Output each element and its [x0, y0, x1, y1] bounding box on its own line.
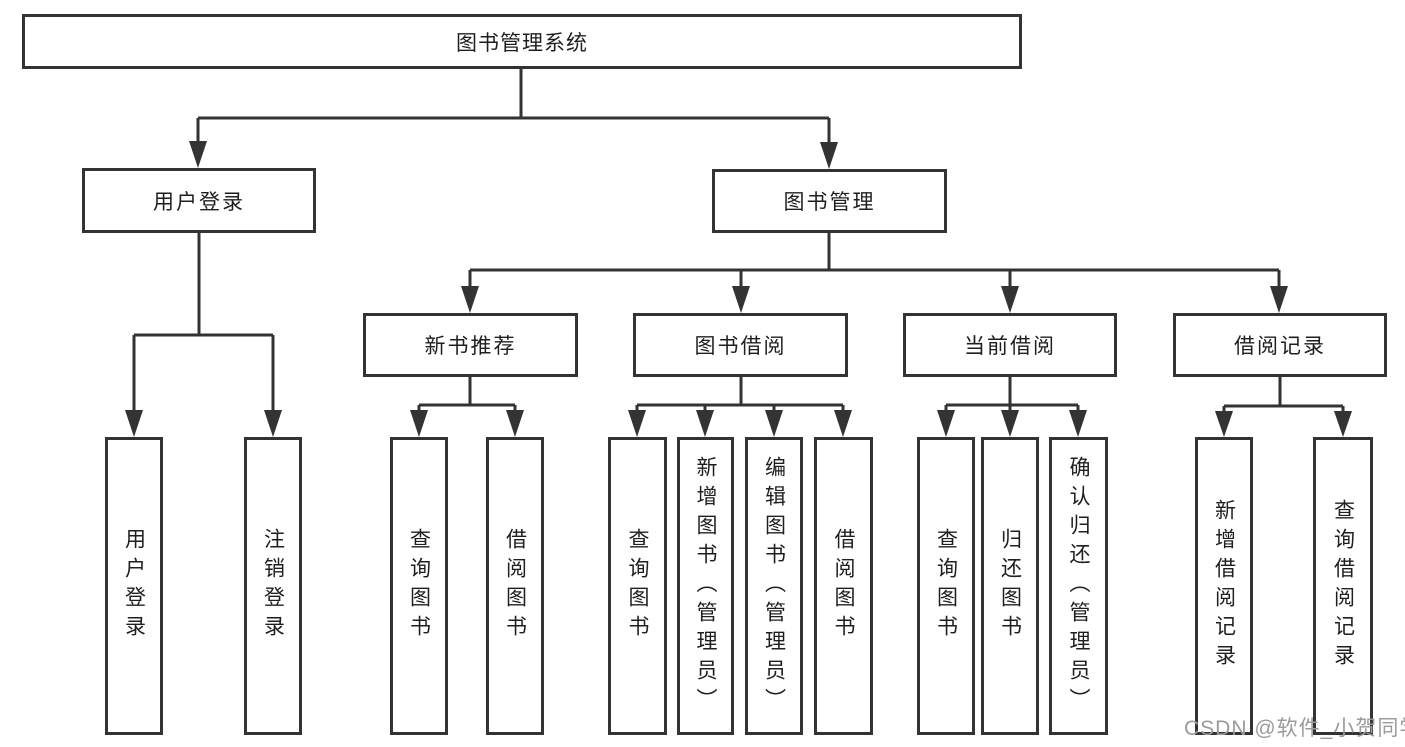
connector-borrow-records-to-leaves: [1215, 377, 1352, 437]
leaf-query-books-current: 查询图书: [917, 437, 975, 735]
connector-book-mgmt-to-level3: [461, 233, 1288, 313]
leaf-add-borrow-record: 新增借阅记录: [1195, 437, 1253, 735]
leaf-query-borrow-record: 查询借阅记录: [1313, 437, 1373, 735]
node-new-book-recommend: 新书推荐: [363, 313, 578, 377]
connector-current-borrow-to-leaves: [937, 377, 1087, 437]
leaf-add-books-admin: 新增图书（管理员）: [677, 437, 734, 735]
node-user-login-branch: 用户登录: [82, 168, 316, 233]
leaf-edit-books-admin: 编辑图书（管理员）: [745, 437, 803, 735]
node-current-borrowing: 当前借阅: [903, 313, 1117, 377]
node-book-borrowing: 图书借阅: [633, 313, 848, 377]
connector-new-books-to-leaves: [410, 377, 524, 437]
csdn-watermark: CSDN @软件_小贺同学: [1184, 717, 1405, 740]
leaf-borrow-books: 借阅图书: [814, 437, 873, 735]
leaf-query-books-recommend: 查询图书: [390, 437, 448, 735]
node-library-management-system: 图书管理系统: [22, 14, 1022, 69]
connector-user-login-to-leaves: [125, 233, 282, 437]
leaf-query-books-borrow: 查询图书: [608, 437, 667, 735]
node-book-management-branch: 图书管理: [712, 169, 947, 233]
connector-root-to-level2: [189, 69, 838, 169]
connector-book-borrow-to-leaves: [628, 377, 852, 437]
leaf-user-login: 用户登录: [105, 437, 163, 735]
leaf-borrow-books-recommend: 借阅图书: [486, 437, 544, 735]
leaf-confirm-return-admin: 确认归还（管理员）: [1049, 437, 1108, 735]
leaf-return-books: 归还图书: [981, 437, 1039, 735]
node-borrowing-records: 借阅记录: [1173, 313, 1387, 377]
leaf-logout: 注销登录: [244, 437, 302, 735]
